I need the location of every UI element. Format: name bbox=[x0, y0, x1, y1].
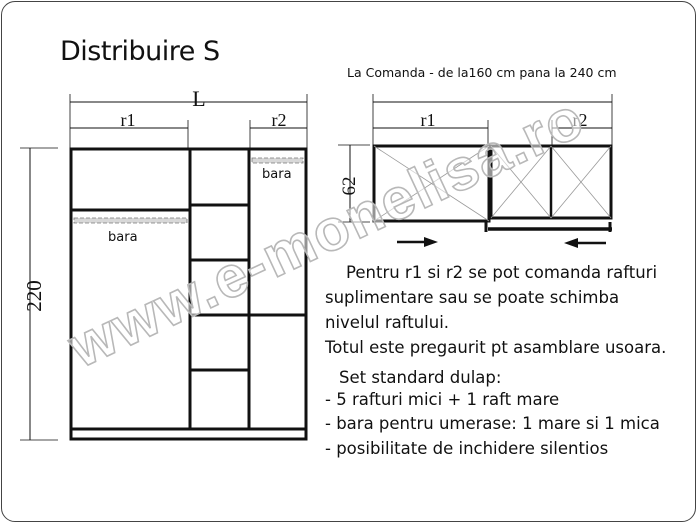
dim-L-label: L bbox=[192, 86, 205, 111]
dim-r2-door-label: r2 bbox=[573, 110, 588, 130]
dim-r2-label: r2 bbox=[272, 110, 287, 130]
watermark: www.e-monelisa.ro bbox=[57, 84, 595, 382]
set-title: Set standard dulap: bbox=[339, 368, 502, 387]
set-item-1: - 5 rafturi mici + 1 raft mare bbox=[325, 390, 560, 409]
wardrobe-front-view bbox=[20, 94, 308, 441]
slide-right-arrow bbox=[397, 237, 438, 247]
note-line-4: Totul este pregaurit pt asamblare usoara… bbox=[325, 338, 667, 357]
note-line-1: Pentru r1 si r2 se pot comanda rafturi bbox=[346, 263, 658, 282]
sliding-doors-view bbox=[338, 94, 613, 232]
page-subtitle: La Comanda - de la160 cm pana la 240 cm bbox=[347, 65, 617, 80]
set-item-3: - posibilitate de inchidere silentios bbox=[325, 439, 609, 458]
slide-left-arrow bbox=[564, 238, 606, 248]
dim-r1-label: r1 bbox=[121, 110, 136, 130]
hanging-rail-small bbox=[251, 157, 304, 164]
svg-text:www.e-monelisa.ro: www.e-monelisa.ro bbox=[58, 84, 594, 380]
bar-label-large: bara bbox=[108, 230, 138, 245]
dim-r1-door-label: r1 bbox=[421, 110, 436, 130]
bar-label-small: bara bbox=[262, 167, 292, 182]
hanging-rail-large bbox=[73, 217, 188, 224]
dim-height-label: 220 bbox=[22, 280, 46, 312]
set-item-2: - bara pentru umerase: 1 mare si 1 mica bbox=[325, 414, 660, 433]
page-title: Distribuire S bbox=[60, 36, 220, 67]
dim-door-height-label: 62 bbox=[339, 177, 360, 196]
note-line-3: nivelul raftului. bbox=[325, 313, 450, 332]
note-line-2: suplimentare sau se poate schimba bbox=[325, 288, 620, 307]
